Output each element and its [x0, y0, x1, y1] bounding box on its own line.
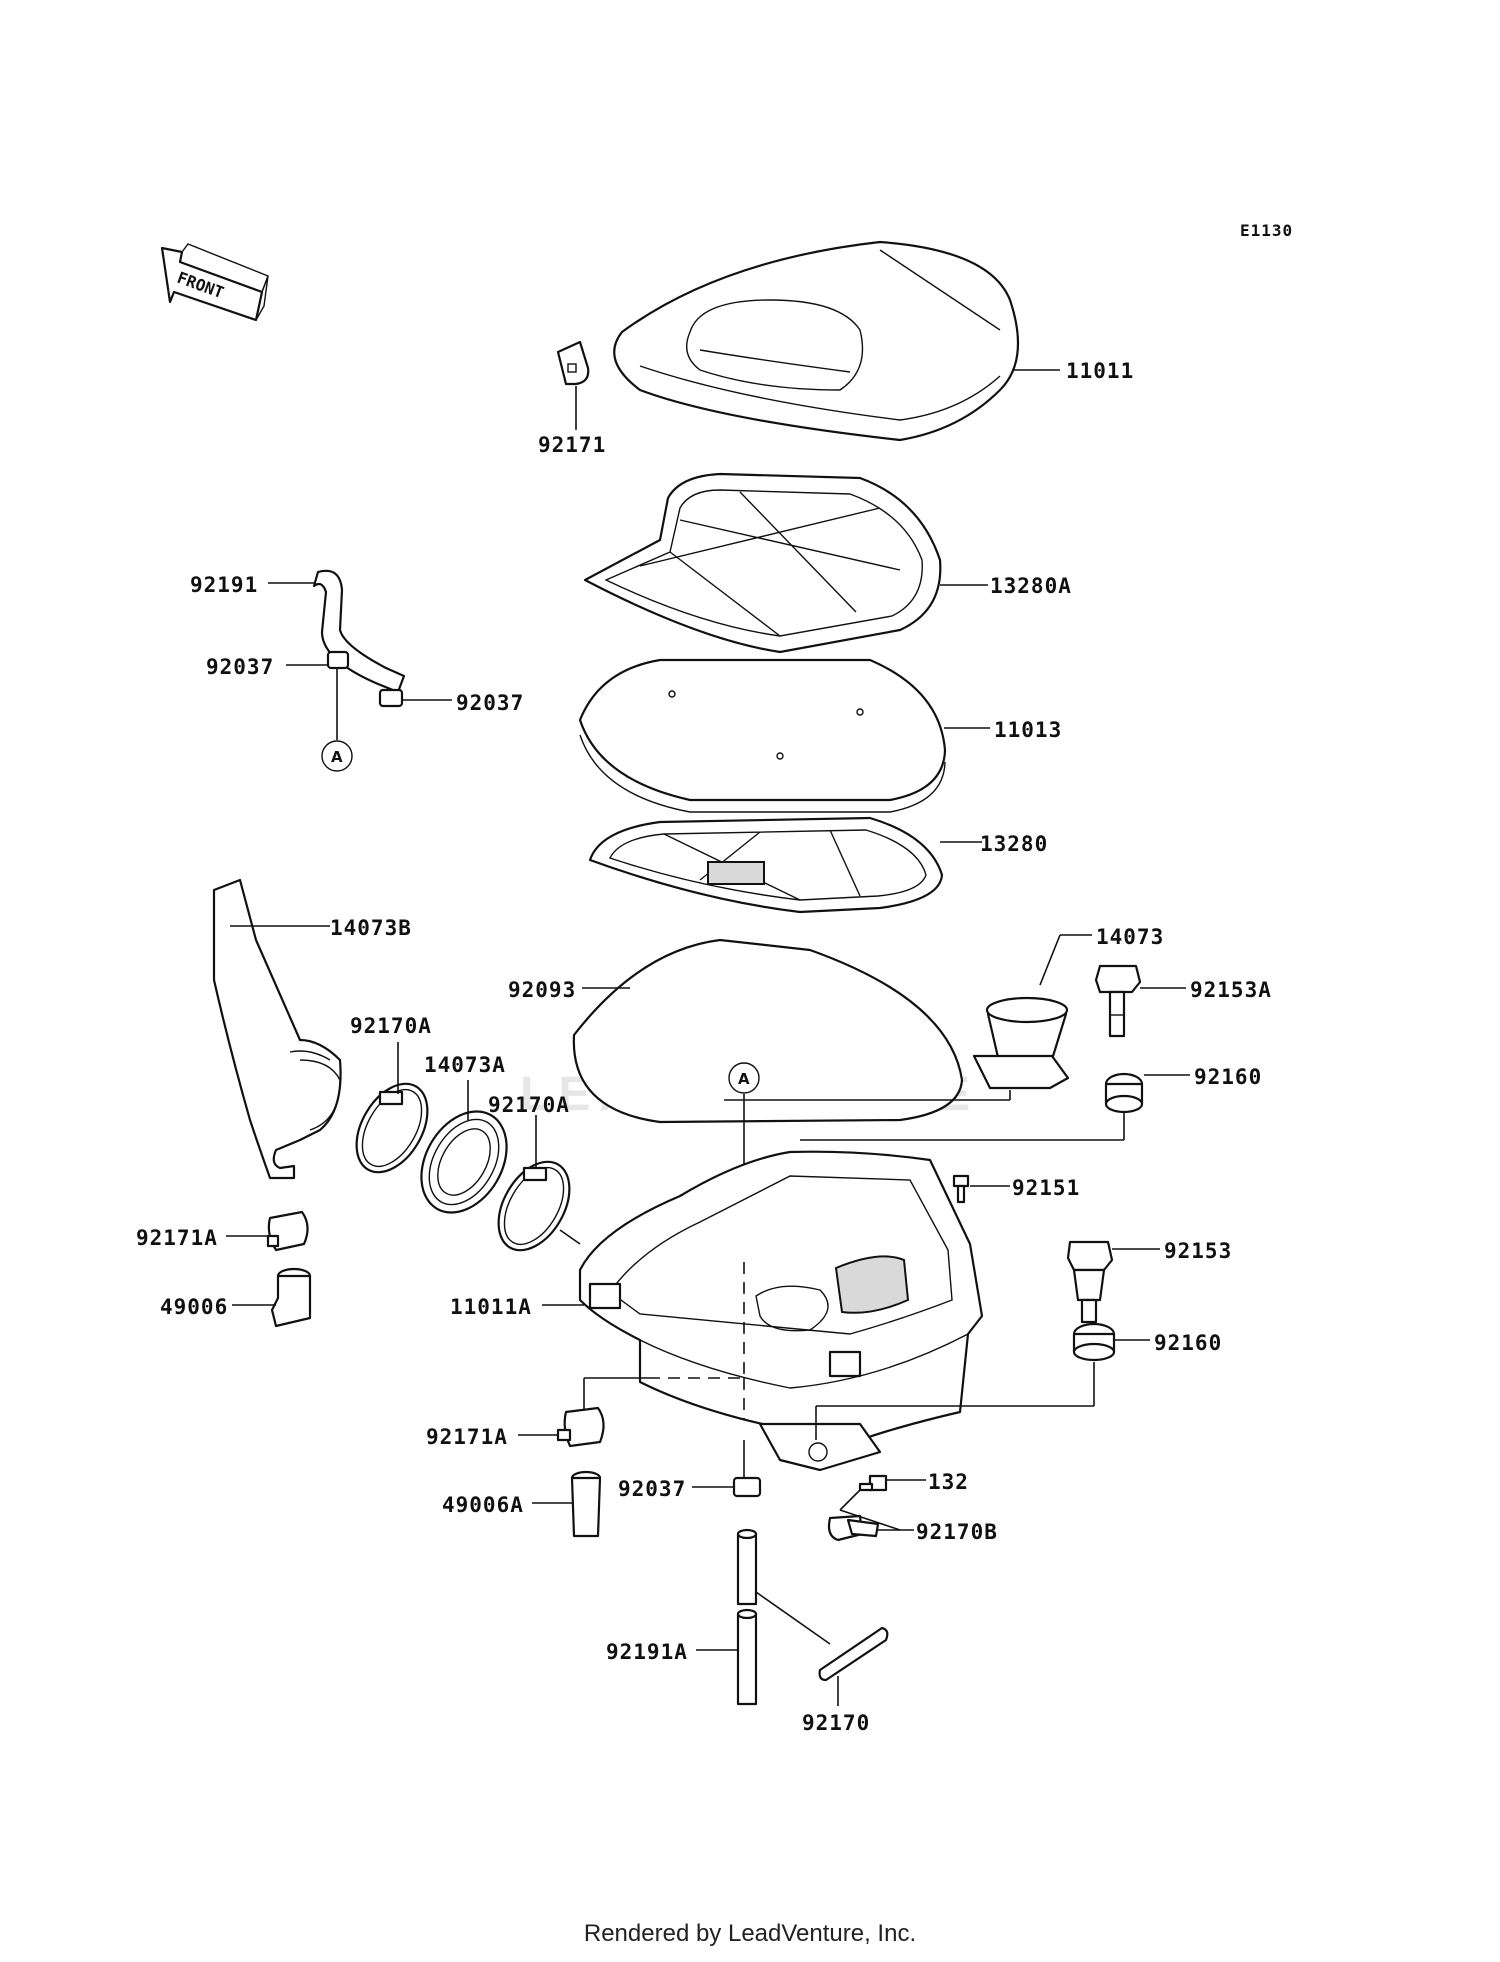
clamp-92037-bottom-part	[732, 1476, 762, 1498]
part-label-92170B: 92170B	[916, 1520, 998, 1544]
part-label-92171A-bottom: 92171A	[426, 1425, 508, 1449]
clamp-92170B-part	[827, 1514, 880, 1542]
part-label-92191A: 92191A	[606, 1640, 688, 1664]
drain-tube-49006A-part	[570, 1470, 602, 1538]
clip-92171A-bottom-part	[556, 1406, 605, 1448]
part-label-92037-bottom: 92037	[618, 1477, 686, 1501]
hose-clamp-left-part	[355, 1082, 429, 1174]
element-frame-lower-part	[588, 816, 944, 914]
clamp-92037-left-part	[326, 650, 350, 670]
hose-clamp-right-part	[497, 1160, 571, 1252]
part-label-92191: 92191	[190, 573, 258, 597]
grommet-bottom-part	[1072, 1322, 1116, 1362]
grommet-top-part	[1104, 1072, 1144, 1114]
part-label-14073B: 14073B	[330, 916, 412, 940]
clamp-92037-right-part	[378, 688, 404, 708]
part-label-92170: 92170	[802, 1711, 870, 1735]
part-label-92153A: 92153A	[1190, 978, 1272, 1002]
clip-92171A-left-part	[266, 1210, 309, 1252]
diagram-code: E1130	[1240, 221, 1293, 240]
part-label-132: 132	[928, 1470, 969, 1494]
gasket-part	[572, 938, 964, 1124]
intake-joint-part	[420, 1110, 508, 1214]
screw-132-part	[858, 1474, 888, 1492]
part-label-92093: 92093	[508, 978, 576, 1002]
clip-92171-part	[556, 340, 590, 386]
part-label-92151: 92151	[1012, 1176, 1080, 1200]
bolt-92153-part	[1066, 1240, 1114, 1324]
part-label-92171A-left: 92171A	[136, 1226, 218, 1250]
part-label-13280: 13280	[980, 832, 1048, 856]
bolt-92153A-part	[1094, 964, 1142, 1038]
part-label-92160-bottom: 92160	[1154, 1331, 1222, 1355]
air-filter-element-part	[578, 658, 947, 813]
part-label-14073: 14073	[1096, 925, 1164, 949]
part-label-92171: 92171	[538, 433, 606, 457]
ref-marker-a-center	[728, 1062, 760, 1094]
part-label-92037-left: 92037	[206, 655, 274, 679]
front-arrow-icon: FRONT	[160, 243, 269, 322]
intake-duct-part	[212, 878, 342, 1180]
element-frame-upper-part	[583, 472, 942, 654]
part-label-92170A-left: 92170A	[350, 1014, 432, 1038]
breather-hose-part	[312, 569, 406, 694]
velocity-stack-part	[972, 996, 1070, 1090]
part-label-49006: 49006	[160, 1295, 228, 1319]
footer-credit: Rendered by LeadVenture, Inc.	[583, 1920, 917, 1947]
strap-92170-part	[818, 1626, 889, 1682]
ref-marker-a-left-text: A	[331, 748, 343, 766]
ref-marker-a-center-text: A	[738, 1070, 750, 1088]
part-label-11011: 11011	[1066, 359, 1134, 383]
part-label-49006A: 49006A	[442, 1493, 524, 1517]
part-label-92037-right: 92037	[456, 691, 524, 715]
part-label-13280A: 13280A	[990, 574, 1072, 598]
part-label-11013: 11013	[994, 718, 1062, 742]
part-label-11011A: 11011A	[450, 1295, 532, 1319]
air-cleaner-cover-part	[613, 240, 1020, 442]
drain-fitting-49006-part	[270, 1267, 312, 1328]
part-label-92170A-right: 92170A	[488, 1093, 570, 1117]
part-label-14073A: 14073A	[424, 1053, 506, 1077]
screw-92151-part	[952, 1174, 970, 1204]
part-label-92160-top: 92160	[1194, 1065, 1262, 1089]
air-cleaner-case-part	[578, 1150, 984, 1472]
drain-hose-92191A-part	[736, 1528, 758, 1706]
ref-marker-a-left	[321, 740, 353, 772]
part-label-92153: 92153	[1164, 1239, 1232, 1263]
